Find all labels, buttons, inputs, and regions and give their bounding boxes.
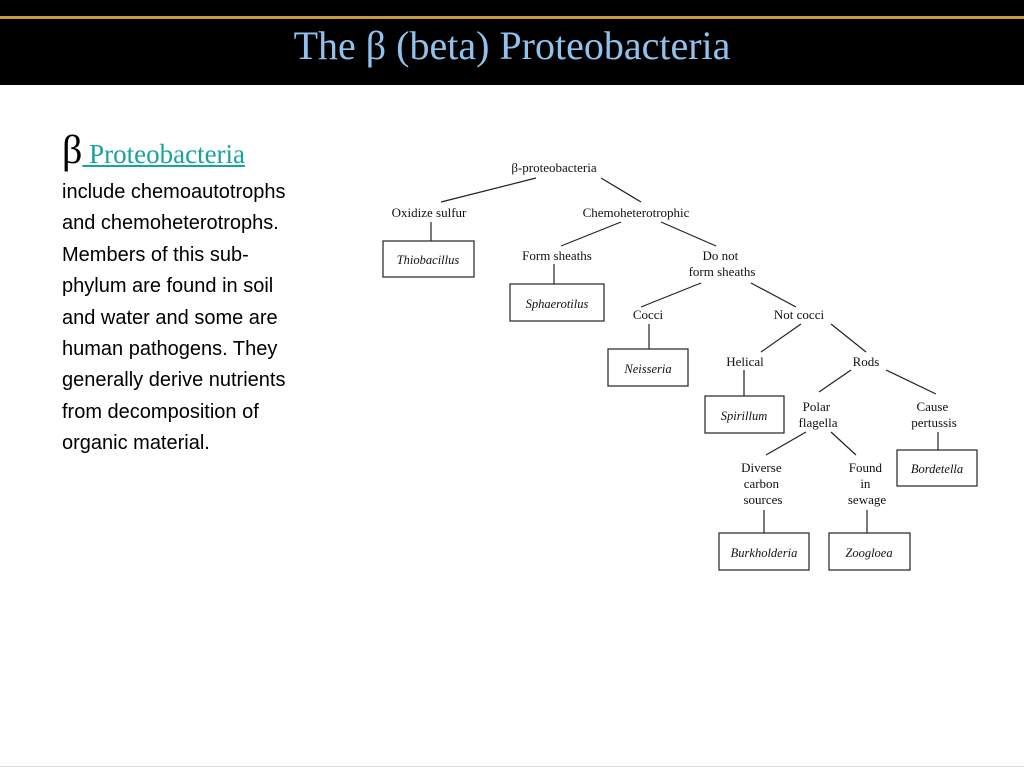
genus-label: Burkholderia	[731, 546, 798, 560]
chemoheterotrophic-label: Chemoheterotrophic	[583, 205, 690, 220]
genus-box-sphaerotilus: Sphaerotilus	[509, 283, 605, 322]
edge	[440, 177, 537, 203]
body-line: from decomposition of	[62, 400, 259, 423]
title-bar: The β (beta) Proteobacteria	[0, 0, 1024, 85]
proteobacteria-link[interactable]: Proteobacteria	[82, 139, 246, 169]
genus-label: Zoogloea	[845, 546, 892, 560]
diverse-carbon-sources-label: Diverse carbon sources	[741, 460, 785, 507]
genus-box-spirillum: Spirillum	[704, 395, 785, 434]
edge	[830, 323, 867, 353]
body-line: Members of this sub-	[62, 243, 249, 266]
do-not-form-sheaths-label: Do not form sheaths	[689, 248, 756, 279]
body-line: include chemoautotrophs	[62, 181, 286, 203]
edge	[885, 369, 937, 395]
genus-label: Thiobacillus	[397, 253, 460, 267]
genus-label: Bordetella	[911, 462, 963, 476]
title-accent-rule	[0, 16, 1024, 19]
edge	[765, 431, 807, 456]
description-text-block: β Proteobacteria include chemoautotrophs…	[62, 128, 362, 460]
polar-flagella-label: Polar flagella	[799, 399, 838, 430]
body-line: and chemoheterotrophs.	[62, 212, 279, 235]
genus-label: Neisseria	[623, 362, 671, 376]
edge	[760, 323, 802, 353]
rods-label: Rods	[853, 354, 880, 369]
oxidize-sulfur-label: Oxidize sulfur	[392, 205, 467, 220]
edge	[818, 369, 852, 393]
genus-label: Sphaerotilus	[526, 297, 589, 311]
genus-box-thiobacillus: Thiobacillus	[382, 240, 475, 278]
genus-box-burkholderia: Burkholderia	[718, 532, 810, 571]
body-line: human pathogens. They	[62, 338, 278, 361]
body-line: generally derive nutrients	[62, 369, 286, 392]
genus-box-neisseria: Neisseria	[607, 348, 689, 387]
genus-box-zoogloea: Zoogloea	[828, 532, 911, 571]
edge	[830, 431, 857, 456]
genus-box-bordetella: Bordetella	[896, 449, 978, 487]
body-line: phylum are found in soil	[62, 275, 274, 298]
form-sheaths-label: Form sheaths	[522, 248, 592, 263]
genus-label: Spirillum	[721, 409, 768, 423]
tree-edges	[430, 177, 939, 533]
edge	[560, 221, 622, 247]
helical-label: Helical	[726, 354, 764, 369]
edge	[640, 282, 702, 308]
heading-line: β Proteobacteria	[62, 128, 362, 181]
edge	[660, 221, 717, 247]
not-cocci-label: Not cocci	[774, 307, 825, 322]
classification-tree-diagram: β-proteobacteria Oxidize sulfur Chemohet…	[382, 160, 978, 571]
bottom-divider	[0, 766, 1024, 767]
body-line: organic material.	[62, 432, 210, 455]
description-body: include chemoautotrophs and chemoheterot…	[62, 177, 362, 460]
edge	[750, 282, 797, 308]
root-label: β-proteobacteria	[511, 160, 597, 175]
cocci-label: Cocci	[633, 307, 664, 322]
beta-symbol: β	[62, 127, 83, 172]
body-line: and water and some are	[62, 306, 278, 329]
found-in-sewage-label: Found in sewage	[848, 460, 886, 507]
cause-pertussis-label: Cause pertussis	[911, 399, 957, 430]
slide-title: The β (beta) Proteobacteria	[293, 23, 731, 68]
edge	[600, 177, 642, 203]
